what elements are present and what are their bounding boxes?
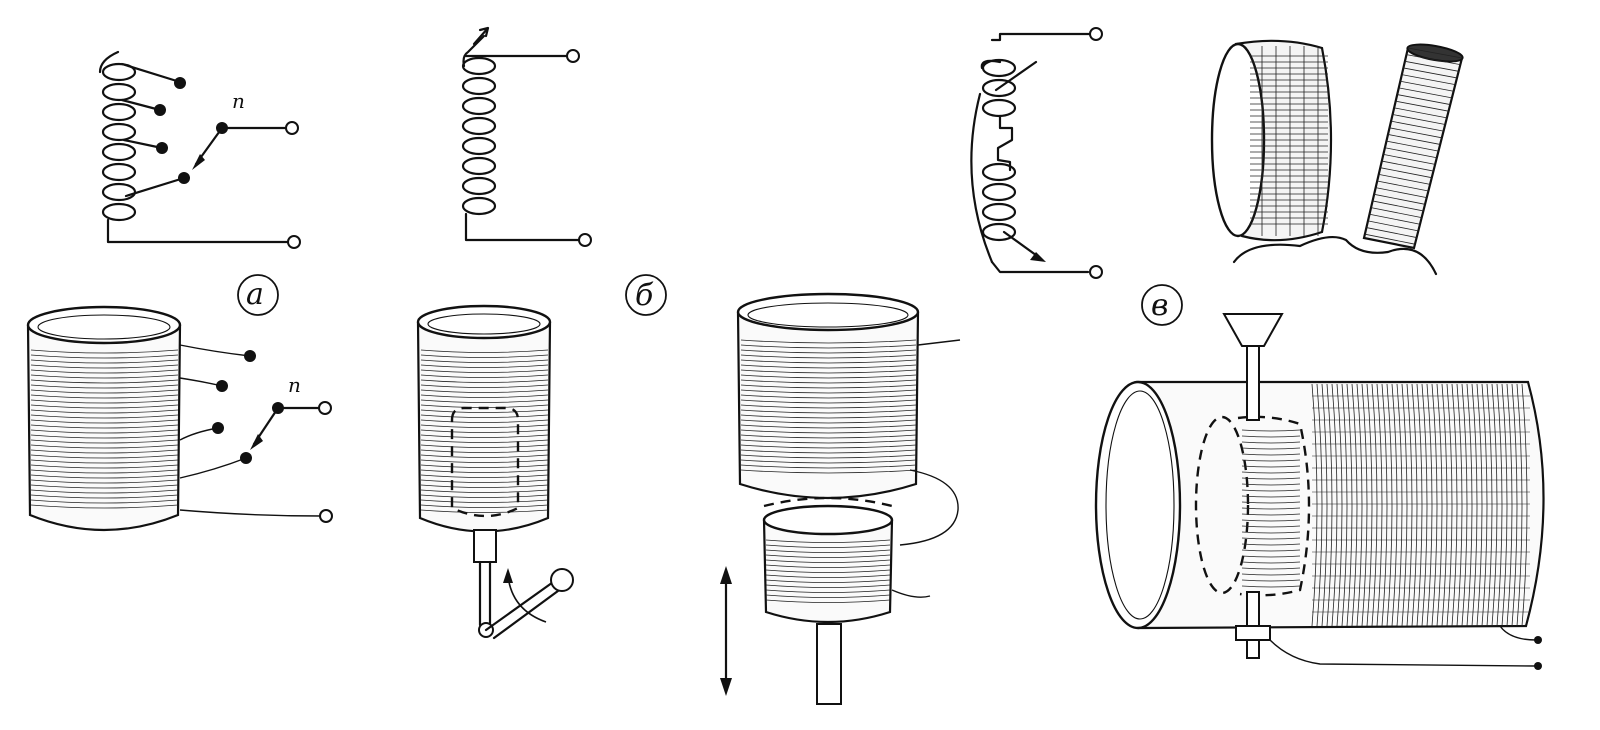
stator-ring xyxy=(1210,39,1333,242)
rotor-windings xyxy=(1364,47,1463,245)
output-leads xyxy=(1269,625,1542,670)
coil-taps xyxy=(120,62,190,198)
panel-a-pictorial: п xyxy=(26,305,333,532)
panel-c-rings xyxy=(1210,39,1464,276)
panel-a-schematic: п xyxy=(98,50,301,249)
panel-c-pictorial xyxy=(1094,313,1545,670)
panel-label-c: в xyxy=(1151,288,1168,323)
panel-label-b: б xyxy=(635,278,654,313)
windings-a xyxy=(30,349,179,509)
control-knob xyxy=(550,568,574,592)
tapped-coil-symbol xyxy=(98,50,290,244)
stator-windings xyxy=(1250,46,1328,236)
outer-coil xyxy=(736,292,961,546)
panel-b-pictorial xyxy=(416,304,574,640)
label-b: б xyxy=(625,274,667,316)
variometer-coil-symbol xyxy=(980,58,1017,242)
variometer-tube xyxy=(1094,380,1545,630)
rotor-ring xyxy=(1362,43,1464,250)
tap-contact-4 xyxy=(178,172,190,184)
label-a: а xyxy=(237,274,279,316)
terminal-top xyxy=(285,121,299,135)
terminal-bottom xyxy=(287,235,301,249)
core-coil-symbol xyxy=(461,34,497,216)
panel-c-schematic xyxy=(970,27,1103,279)
rotor-axle-knob xyxy=(1222,313,1284,659)
tap-contact-3 xyxy=(156,142,168,154)
adjust-arrow-icon xyxy=(472,26,490,46)
rotor-coil xyxy=(1194,415,1311,597)
stator-windings-tube xyxy=(1311,383,1530,627)
tap-contact-2 xyxy=(154,104,166,116)
inner-coil xyxy=(762,496,931,705)
core-shaft xyxy=(473,529,574,640)
panel-label-a: а xyxy=(246,277,264,312)
windings-c xyxy=(740,339,917,474)
coil-taps-a: п xyxy=(179,344,333,523)
coil-cylinder-a xyxy=(26,305,182,532)
tap-switch: п xyxy=(192,89,290,170)
panel-b-telescopic xyxy=(720,292,961,705)
rotor-windings-tube xyxy=(1241,429,1301,588)
movable-core xyxy=(450,406,520,518)
switch-label-schematic: п xyxy=(232,89,245,113)
rotor-arrow-top xyxy=(994,60,1038,92)
windings-d xyxy=(765,539,891,603)
panel-b-schematic xyxy=(461,26,592,247)
tap-contact-1 xyxy=(174,77,186,89)
coil-cylinder-b xyxy=(416,304,552,533)
motion-arrow-icon xyxy=(720,566,732,696)
switch-label-pictorial: п xyxy=(288,373,301,397)
connecting-wire xyxy=(1232,235,1438,276)
label-c: в xyxy=(1141,284,1183,326)
